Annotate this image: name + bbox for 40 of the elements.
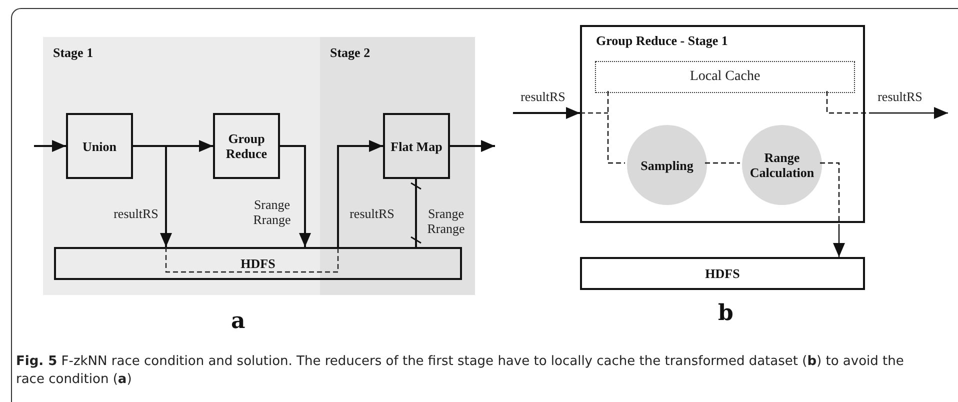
process-label: HDFS xyxy=(705,266,740,281)
process-label: Flat Map xyxy=(390,138,442,154)
stage-title: Stage 2 xyxy=(330,45,370,61)
process-label: Union xyxy=(82,138,116,154)
connector-line xyxy=(607,91,625,164)
panel-letter: b xyxy=(718,300,734,326)
storage-box xyxy=(580,257,865,290)
process-box xyxy=(66,113,133,179)
process-label: HDFS xyxy=(240,256,276,271)
edge-label: Srange Rrange xyxy=(252,197,292,227)
arrow xyxy=(280,145,311,247)
edge-label: resultRS xyxy=(112,206,160,221)
process-label: Range Calculation xyxy=(748,150,816,180)
arrow xyxy=(513,107,580,119)
stage-title: Stage 1 xyxy=(53,45,94,61)
process-label: Sampling xyxy=(640,158,694,172)
container-box xyxy=(580,25,865,223)
arrow xyxy=(450,140,495,152)
process-box xyxy=(213,113,280,179)
edge-label: resultRS xyxy=(348,206,396,221)
edge-label: resultRS xyxy=(520,89,566,104)
cache-box xyxy=(595,61,855,93)
process-box xyxy=(383,113,450,179)
panel-letter: a xyxy=(231,308,246,334)
connector-line xyxy=(705,162,740,164)
arrow xyxy=(820,162,845,257)
cut-link-line xyxy=(410,179,422,247)
stage-band xyxy=(43,37,320,295)
process-label: Group Reduce xyxy=(224,131,268,161)
stage-band xyxy=(320,37,475,295)
edge-label: resultRS xyxy=(876,89,924,104)
cache-label: Local Cache xyxy=(690,69,760,85)
container-title: Group Reduce - Stage 1 xyxy=(596,33,728,49)
arrow xyxy=(337,140,383,247)
arrow xyxy=(133,145,172,247)
edge-label: Srange Rrange xyxy=(426,206,466,236)
arrow xyxy=(34,140,66,152)
storage-box xyxy=(54,247,462,280)
figure-caption: Fig. 5 F-zkNN race condition and solution. The reducers of the first stage have to locally cache the transformed dataset (b) to avoid the race condition (a) xyxy=(16,353,905,389)
arrow xyxy=(826,91,948,119)
